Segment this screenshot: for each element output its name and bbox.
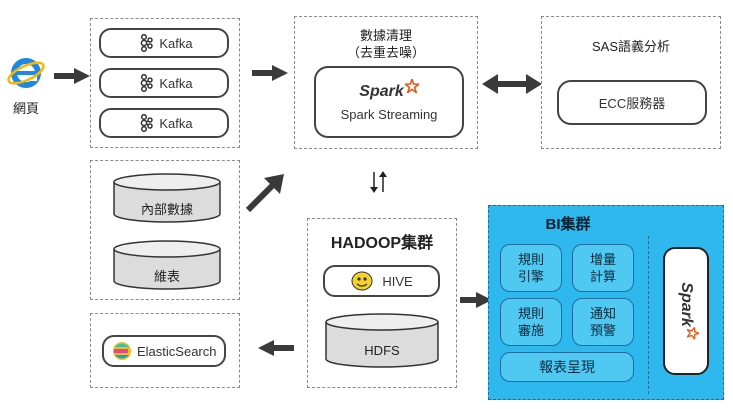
browser-icon [6, 53, 46, 93]
elasticsearch-node: ElasticSearch [102, 335, 226, 367]
arrow-kafka-to-cleaning [252, 65, 288, 81]
bi-spark-logo-text: Spark [678, 282, 695, 327]
source-label: 網頁 [12, 101, 39, 116]
dimension-db-label: 維表 [153, 269, 180, 284]
kafka-node-3: Kafka [99, 108, 229, 138]
bi-divider [648, 236, 649, 394]
dimension-db-cylinder: 維表 [112, 240, 222, 290]
arrow-internal-to-cleaning [244, 168, 290, 214]
kafka-icon [141, 114, 154, 132]
elasticsearch-icon [113, 342, 131, 360]
bi-cell-rule-engine: 規則 引擎 [500, 244, 562, 292]
spark-logo-text: Spark [359, 82, 404, 100]
hdfs-label: HDFS [364, 343, 400, 358]
arrow-cleaning-sas-bidirectional [482, 74, 542, 94]
spark-star-icon [687, 327, 699, 340]
hadoop-title: HADOOP集群 [330, 235, 434, 252]
hive-node: HIVE [323, 265, 440, 297]
arrow-cleaning-hadoop-bidirectional [369, 170, 389, 194]
bi-title: BI集群 [545, 216, 591, 233]
bi-cell-incremental-compute: 增量 計算 [572, 244, 634, 292]
cleaning-title: 數據清理 [359, 28, 412, 43]
arrow-hadoop-to-elastic [258, 340, 294, 356]
hive-label: HIVE [382, 273, 413, 289]
kafka-label: Kafka [159, 35, 193, 51]
kafka-label: Kafka [159, 75, 193, 91]
elasticsearch-label: ElasticSearch [137, 343, 217, 359]
kafka-icon [141, 74, 154, 92]
arrow-hadoop-to-bi [460, 292, 492, 308]
internal-db-cylinder: 內部數據 [112, 173, 222, 223]
spark-star-icon [404, 78, 419, 93]
arrow-source-to-kafka [54, 68, 90, 84]
internal-db-label: 內部數據 [140, 202, 193, 217]
bi-cell-rule-review: 規則 審施 [500, 298, 562, 346]
kafka-node-1: Kafka [99, 28, 229, 58]
hive-icon [351, 271, 373, 291]
cleaning-subtitle: （去重去噪） [346, 45, 425, 60]
ecc-server-node: ECC服務器 [557, 80, 707, 125]
sas-title: SAS語義分析 [591, 39, 670, 54]
bi-cell-report: 報表呈現 [500, 352, 634, 382]
bi-spark-logo: Spark [677, 282, 699, 340]
bi-cell-notify-alert: 通知 預警 [572, 298, 634, 346]
kafka-node-2: Kafka [99, 68, 229, 98]
hdfs-cylinder: HDFS [324, 313, 440, 368]
ecc-server-label: ECC服務器 [598, 96, 666, 111]
spark-streaming-label: Spark Streaming [340, 106, 438, 122]
bi-spark-node: Spark [663, 247, 709, 375]
spark-logo: Spark [359, 78, 419, 101]
kafka-label: Kafka [159, 115, 193, 131]
spark-streaming-node: Spark Spark Streaming [314, 66, 464, 138]
kafka-icon [141, 34, 154, 52]
